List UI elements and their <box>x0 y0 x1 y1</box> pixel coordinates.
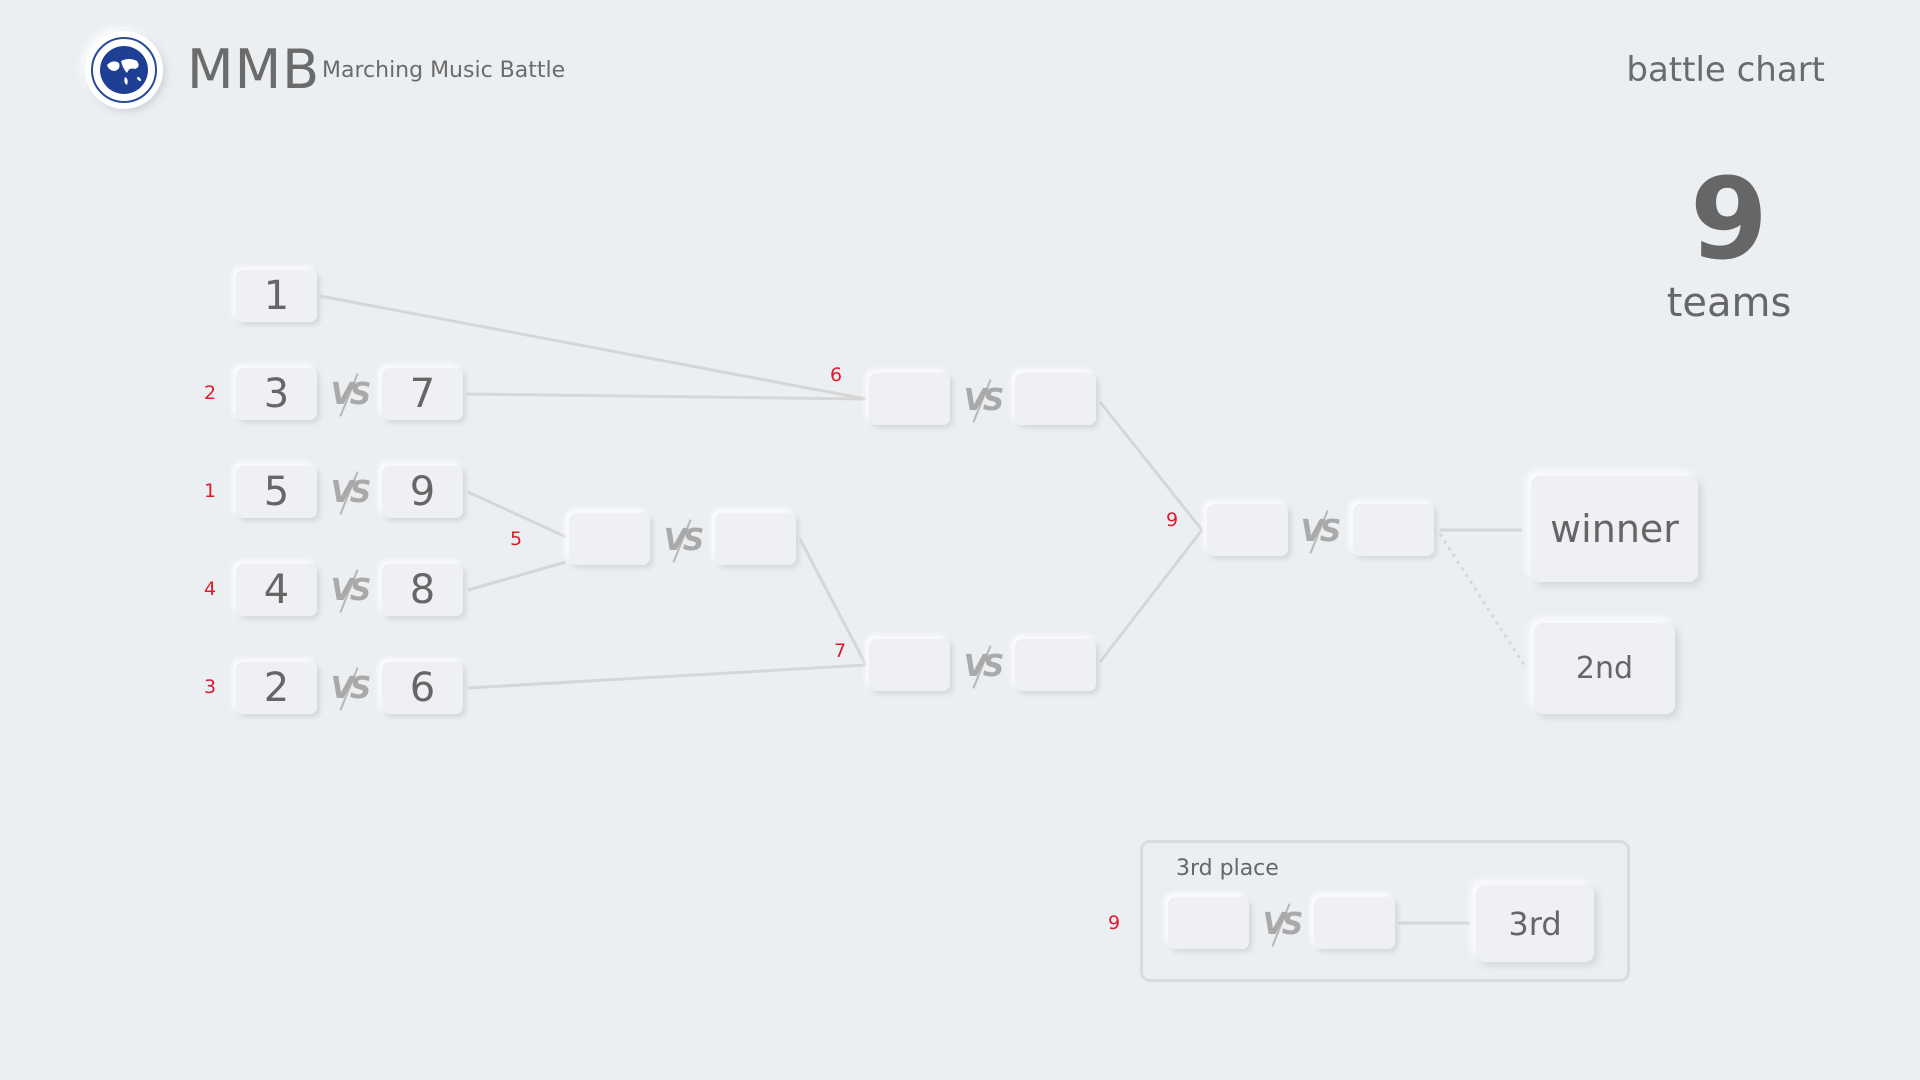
match-order: 9 <box>1108 912 1121 934</box>
team-slot[interactable]: 5 <box>236 466 317 518</box>
vs-icon: VS <box>1261 902 1304 946</box>
team-slot[interactable] <box>1353 504 1434 556</box>
vs-icon: VS <box>962 644 1005 688</box>
team-slot[interactable] <box>869 639 950 691</box>
team-slot[interactable] <box>1207 504 1288 556</box>
team-slot[interactable]: 9 <box>382 466 463 518</box>
match-order: 9 <box>1166 509 1179 531</box>
vs-icon: VS <box>329 568 372 612</box>
team-slot[interactable] <box>715 513 796 565</box>
logo <box>85 31 163 109</box>
third-place-label: 3rd place <box>1176 856 1279 881</box>
third-place-panel <box>1140 840 1630 982</box>
vs-icon: VS <box>1299 509 1342 553</box>
team-slot[interactable] <box>1015 373 1096 425</box>
team-slot[interactable]: 3 <box>236 368 317 420</box>
match-order: 4 <box>204 578 217 600</box>
winner-slot[interactable]: winner <box>1531 476 1698 582</box>
team-slot[interactable] <box>1314 897 1395 949</box>
team-count-label: teams <box>1666 280 1792 326</box>
team-slot[interactable] <box>569 513 650 565</box>
match-order: 2 <box>204 382 217 404</box>
team-slot[interactable] <box>1168 897 1249 949</box>
globe-logo-icon <box>91 37 157 103</box>
match-order: 3 <box>204 676 217 698</box>
match-order: 5 <box>510 528 523 550</box>
page-title: battle chart <box>1626 50 1825 90</box>
team-slot[interactable]: 8 <box>382 564 463 616</box>
match-order: 1 <box>204 480 217 502</box>
second-place-slot[interactable]: 2nd <box>1534 623 1675 714</box>
brand-subtitle: Marching Music Battle <box>322 58 566 83</box>
team-slot[interactable]: 4 <box>236 564 317 616</box>
team-slot[interactable]: 2 <box>236 662 317 714</box>
team-count: 9 <box>1690 155 1768 285</box>
vs-icon: VS <box>962 378 1005 422</box>
vs-icon: VS <box>662 518 705 562</box>
match-order: 7 <box>834 640 847 662</box>
third-place-slot[interactable]: 3rd <box>1476 885 1594 962</box>
vs-icon: VS <box>329 470 372 514</box>
team-slot[interactable]: 6 <box>382 662 463 714</box>
team-slot[interactable]: 7 <box>382 368 463 420</box>
vs-icon: VS <box>329 372 372 416</box>
brand-name: MMB <box>187 38 321 101</box>
bye-team-slot[interactable]: 1 <box>236 270 317 322</box>
team-slot[interactable] <box>869 373 950 425</box>
match-order: 6 <box>830 364 843 386</box>
vs-icon: VS <box>329 666 372 710</box>
team-slot[interactable] <box>1015 639 1096 691</box>
